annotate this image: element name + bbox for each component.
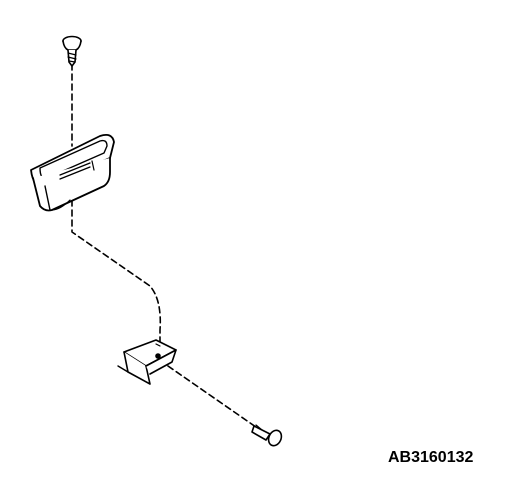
- assembly-lines: [71, 63, 267, 435]
- figure-reference-code: AB3160132: [388, 449, 474, 466]
- handle-housing-icon: [30, 133, 115, 212]
- mounting-bracket-icon: [117, 339, 177, 385]
- upper-screw-icon: [62, 35, 82, 67]
- lower-assembly-line: [167, 365, 267, 435]
- lower-screw-icon: [251, 424, 283, 447]
- middle-assembly-line: [71, 199, 162, 363]
